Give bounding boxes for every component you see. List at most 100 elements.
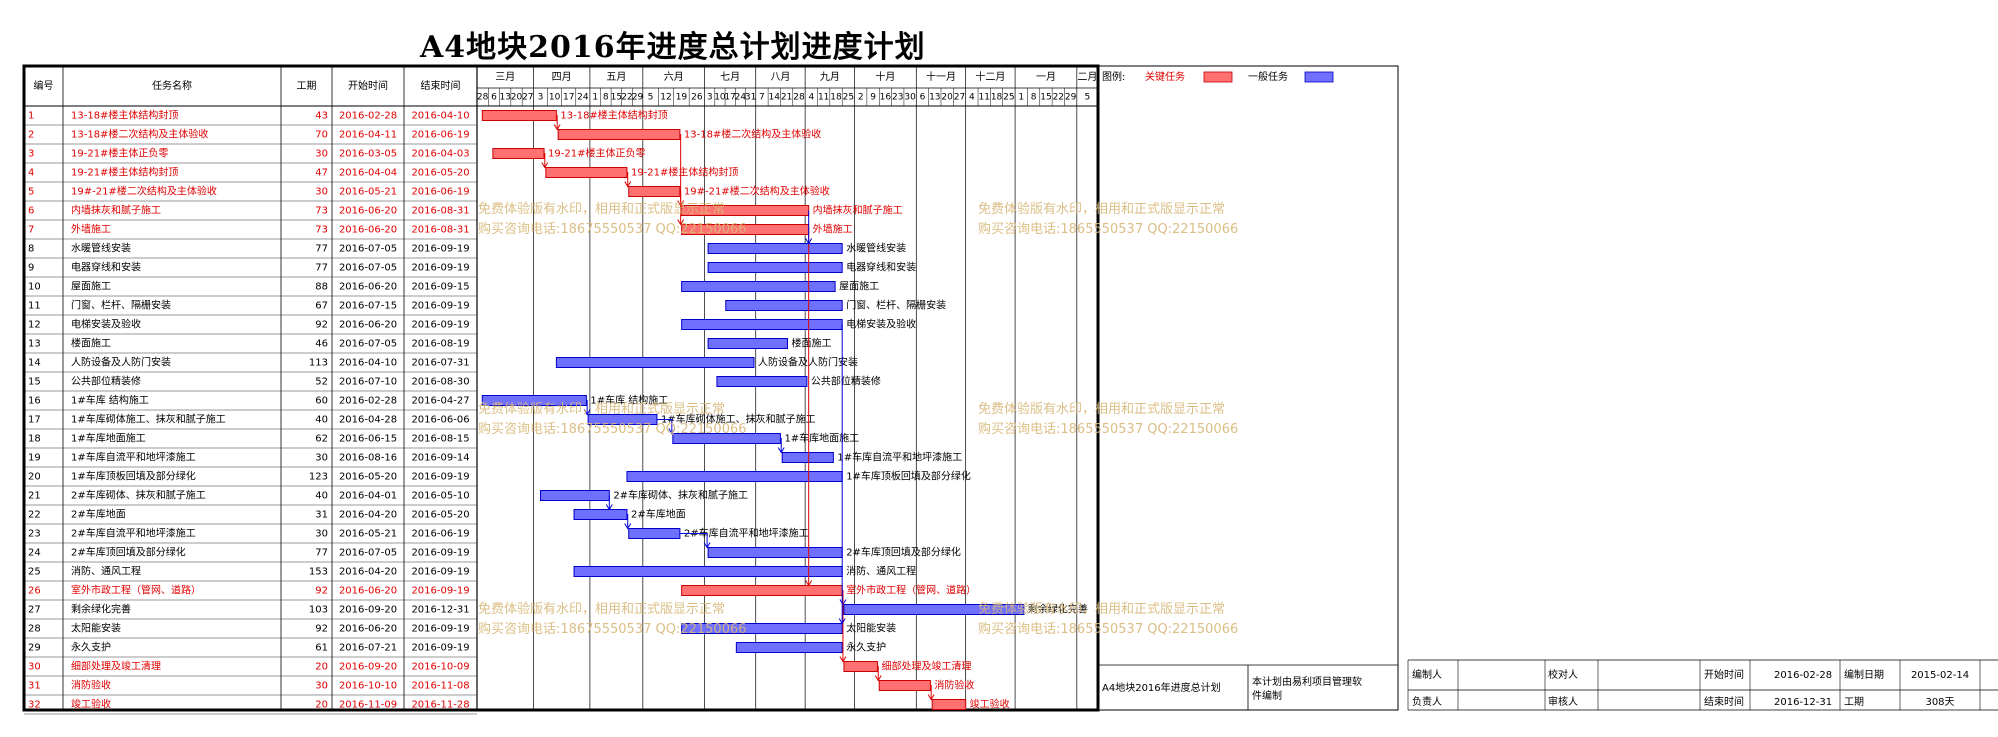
task-id: 5 [28, 187, 34, 198]
task-start: 2016-04-20 [339, 567, 397, 578]
month-label: 六月 [664, 71, 684, 83]
bar-label: 1#车库顶板回填及部分绿化 [846, 470, 971, 483]
task-id: 30 [28, 662, 41, 673]
dependency-link [679, 533, 708, 548]
week-label: 16 [880, 93, 892, 103]
task-start: 2016-06-15 [339, 434, 397, 445]
gantt-bar [481, 395, 587, 406]
page-title: A4地块2016年进度总计划进度计划 [420, 30, 926, 65]
task-start: 2016-04-04 [339, 168, 397, 179]
dependency-arrow [583, 409, 591, 416]
task-duration: 62 [315, 434, 328, 445]
bar-label: 19-21#楼主体正负零 [548, 147, 645, 160]
footer-checker-label: 校对人 [1548, 668, 1578, 681]
week-label: 30 [904, 93, 916, 103]
footer-end-value: 2016-12-31 [1774, 697, 1832, 708]
gantt-bar [707, 262, 843, 273]
bar-label: 消防验收 [934, 679, 974, 692]
task-duration: 92 [315, 320, 328, 331]
dependency-link [877, 666, 879, 681]
task-duration: 153 [309, 567, 328, 578]
gantt-bar [587, 414, 658, 425]
bar-label: 太阳能安装 [846, 622, 896, 635]
gantt-bar [707, 338, 788, 349]
week-label: 21 [781, 93, 792, 103]
task-start: 2016-04-28 [339, 415, 397, 426]
month-label: 五月 [606, 71, 626, 83]
task-end: 2016-09-19 [411, 624, 469, 635]
task-name: 电器穿线和安装 [71, 261, 141, 274]
gantt-bar [878, 680, 931, 691]
week-label: 4 [969, 93, 975, 103]
task-end: 2016-09-19 [411, 244, 469, 255]
task-duration: 92 [315, 586, 328, 597]
month-label: 十二月 [975, 70, 1005, 83]
dependency-arrow [805, 580, 813, 587]
task-id: 10 [28, 282, 41, 293]
week-label: 5 [1085, 93, 1091, 103]
task-duration: 30 [315, 453, 328, 464]
bar-label: 13-18#楼二次结构及主体验收 [684, 128, 821, 141]
task-name: 细部处理及竣工清理 [71, 660, 161, 673]
task-id: 14 [28, 358, 41, 369]
task-start: 2016-07-21 [339, 643, 397, 654]
task-name: 1#车库 结构施工 [71, 394, 149, 407]
task-end: 2016-09-14 [411, 453, 469, 464]
task-id: 19 [28, 453, 41, 464]
week-label: 12 [660, 93, 671, 103]
task-duration: 77 [315, 548, 328, 559]
legend-critical-label: 关键任务 [1145, 70, 1185, 83]
task-start: 2016-07-05 [339, 548, 397, 559]
bar-label: 19#-21#楼二次结构及主体验收 [684, 185, 830, 198]
task-id: 24 [28, 548, 41, 559]
task-id: 9 [28, 263, 34, 274]
legend-label: 图例: [1102, 70, 1125, 83]
bar-label: 水暖管线安装 [846, 242, 906, 255]
task-id: 16 [28, 396, 41, 407]
gantt-bar [707, 243, 843, 254]
task-duration: 70 [315, 130, 328, 141]
task-duration: 61 [315, 643, 328, 654]
bar-label: 13-18#楼主体结构封顶 [560, 109, 667, 122]
week-label: 3 [707, 93, 713, 103]
task-start: 2016-06-20 [339, 586, 397, 597]
bar-label: 2#车库地面 [631, 508, 686, 521]
task-name: 1#车库顶板回填及部分绿化 [71, 470, 196, 483]
header-name: 任务名称 [152, 79, 192, 92]
task-name: 19#-21#楼二次结构及主体验收 [71, 185, 217, 198]
task-start: 2016-11-09 [339, 700, 397, 711]
task-name: 13-18#楼主体结构封顶 [71, 109, 178, 122]
gantt-bar [681, 319, 843, 330]
task-start: 2016-07-05 [339, 244, 397, 255]
bar-label: 1#车库自流平和地坪漆施工 [837, 451, 962, 464]
task-end: 2016-09-19 [411, 548, 469, 559]
task-end: 2016-09-19 [411, 586, 469, 597]
task-end: 2016-10-09 [411, 662, 469, 673]
gantt-bar [681, 281, 836, 292]
dependency-arrow [874, 675, 882, 682]
week-label: 19 [676, 93, 688, 103]
task-start: 2016-07-05 [339, 339, 397, 350]
task-id: 15 [28, 377, 41, 388]
task-start: 2016-07-05 [339, 263, 397, 274]
task-id: 27 [28, 605, 41, 616]
bar-label: 19-21#楼主体结构封顶 [631, 166, 738, 179]
gantt-bar [681, 585, 843, 596]
task-id: 25 [28, 567, 41, 578]
week-label: 28 [793, 93, 805, 103]
bar-label: 1#车库砌体施工、抹灰和腻子施工 [661, 413, 816, 426]
gantt-bar [628, 528, 681, 539]
task-duration: 77 [315, 263, 328, 274]
dependency-arrow [541, 162, 549, 169]
task-name: 内墙抹灰和腻子施工 [71, 204, 161, 217]
bar-label: 竣工验收 [970, 698, 1010, 711]
task-duration: 123 [309, 472, 328, 483]
dependency-arrow [553, 124, 561, 131]
task-id: 13 [28, 339, 41, 350]
task-end: 2016-11-08 [411, 681, 469, 692]
bar-label: 内墙抹灰和腻子施工 [813, 204, 903, 217]
week-label: 10 [549, 93, 561, 103]
task-start: 2016-05-20 [339, 472, 397, 483]
dependency-link [586, 400, 588, 415]
